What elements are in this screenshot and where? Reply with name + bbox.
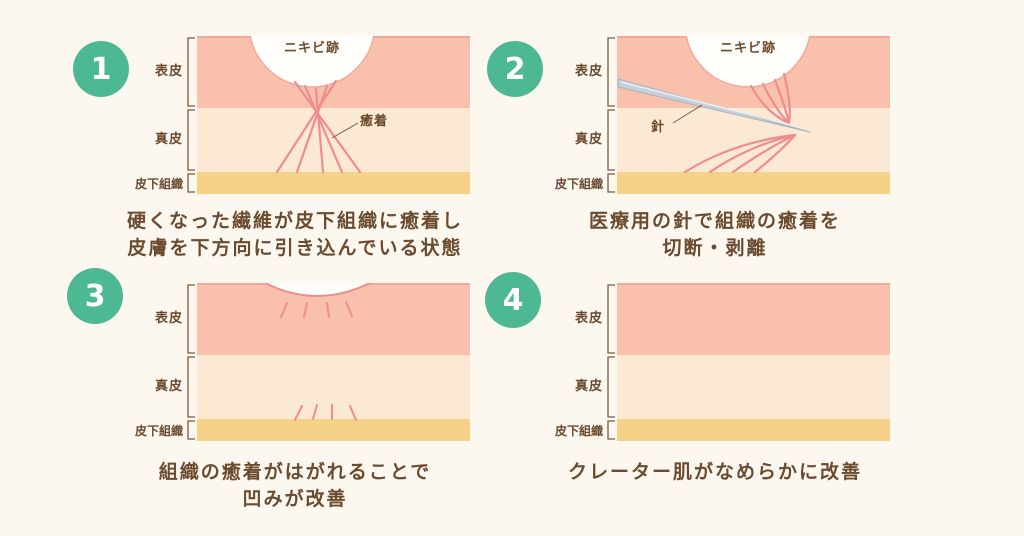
caption-line-1: クレーター肌がなめらかに改善 — [567, 461, 862, 483]
layer-label-epidermis: 表皮 — [154, 311, 183, 326]
step-number: 4 — [502, 282, 524, 318]
layer-label-dermis: 真皮 — [154, 132, 183, 147]
layer-label-epidermis: 表皮 — [574, 311, 603, 326]
layer-label-dermis: 真皮 — [574, 379, 603, 394]
panel-caption: 医療用の針で組織の癒着を 切断・剥離 — [525, 208, 905, 262]
caption-line-1: 医療用の針で組織の癒着を — [588, 210, 841, 232]
layer-label-subcutis: 皮下組織 — [554, 177, 603, 191]
skin-diagram-svg — [187, 36, 470, 194]
layer-label-epidermis: 表皮 — [154, 64, 183, 79]
caption-line-1: 硬くなった繊維が皮下組織に癒着し — [126, 210, 463, 232]
adhesion-label: 癒着 — [360, 114, 389, 129]
step-number: 1 — [90, 51, 112, 87]
skin-diagram-svg — [187, 283, 470, 441]
panel-1: 1 表皮 真皮 皮下組織 ニキビ跡 癒着 硬くなった繊維が皮下組織に癒着し 皮膚… — [55, 28, 515, 283]
layer-label-subcutis: 皮下組織 — [554, 424, 603, 438]
panel-4: 4 表皮 真皮 皮下組織 クレーター肌がなめらかに改善 — [475, 272, 935, 530]
step-badge: 4 — [485, 272, 541, 328]
skin-diagram-svg — [607, 36, 890, 194]
caption-line-2: 皮膚を下方向に引き込んでいる状態 — [127, 237, 463, 259]
acne-scar-label: ニキビ跡 — [283, 41, 340, 56]
skin-diagram-svg — [607, 283, 890, 441]
layer-label-dermis: 真皮 — [574, 132, 603, 147]
panel-caption: 組織の癒着がはがれることで 凹みが改善 — [105, 459, 485, 513]
caption-line-2: 切断・剥離 — [662, 237, 768, 259]
layer-label-dermis: 真皮 — [154, 379, 183, 394]
caption-line-2: 凹みが改善 — [242, 488, 348, 510]
step-number: 3 — [84, 278, 106, 314]
step-badge: 3 — [67, 268, 123, 324]
panel-2: 2 表皮 真皮 皮下組織 ニキビ跡 針 医療用の針で組織の癒着を 切断・剥離 — [475, 28, 935, 283]
panel-3: 3 表皮 真皮 皮下組織 組織の癒着がはがれることで 凹みが改善 — [55, 268, 515, 530]
layer-label-subcutis: 皮下組織 — [134, 424, 183, 438]
panel-caption: クレーター肌がなめらかに改善 — [525, 459, 905, 486]
acne-scar-label: ニキビ跡 — [719, 41, 776, 56]
step-badge: 2 — [487, 41, 543, 97]
step-number: 2 — [504, 51, 526, 87]
layer-label-subcutis: 皮下組織 — [134, 177, 183, 191]
layer-label-epidermis: 表皮 — [574, 64, 603, 79]
caption-line-1: 組織の癒着がはがれることで — [158, 461, 432, 483]
panel-caption: 硬くなった繊維が皮下組織に癒着し 皮膚を下方向に引き込んでいる状態 — [105, 208, 485, 262]
step-badge: 1 — [73, 41, 129, 97]
needle-label: 針 — [651, 120, 666, 135]
